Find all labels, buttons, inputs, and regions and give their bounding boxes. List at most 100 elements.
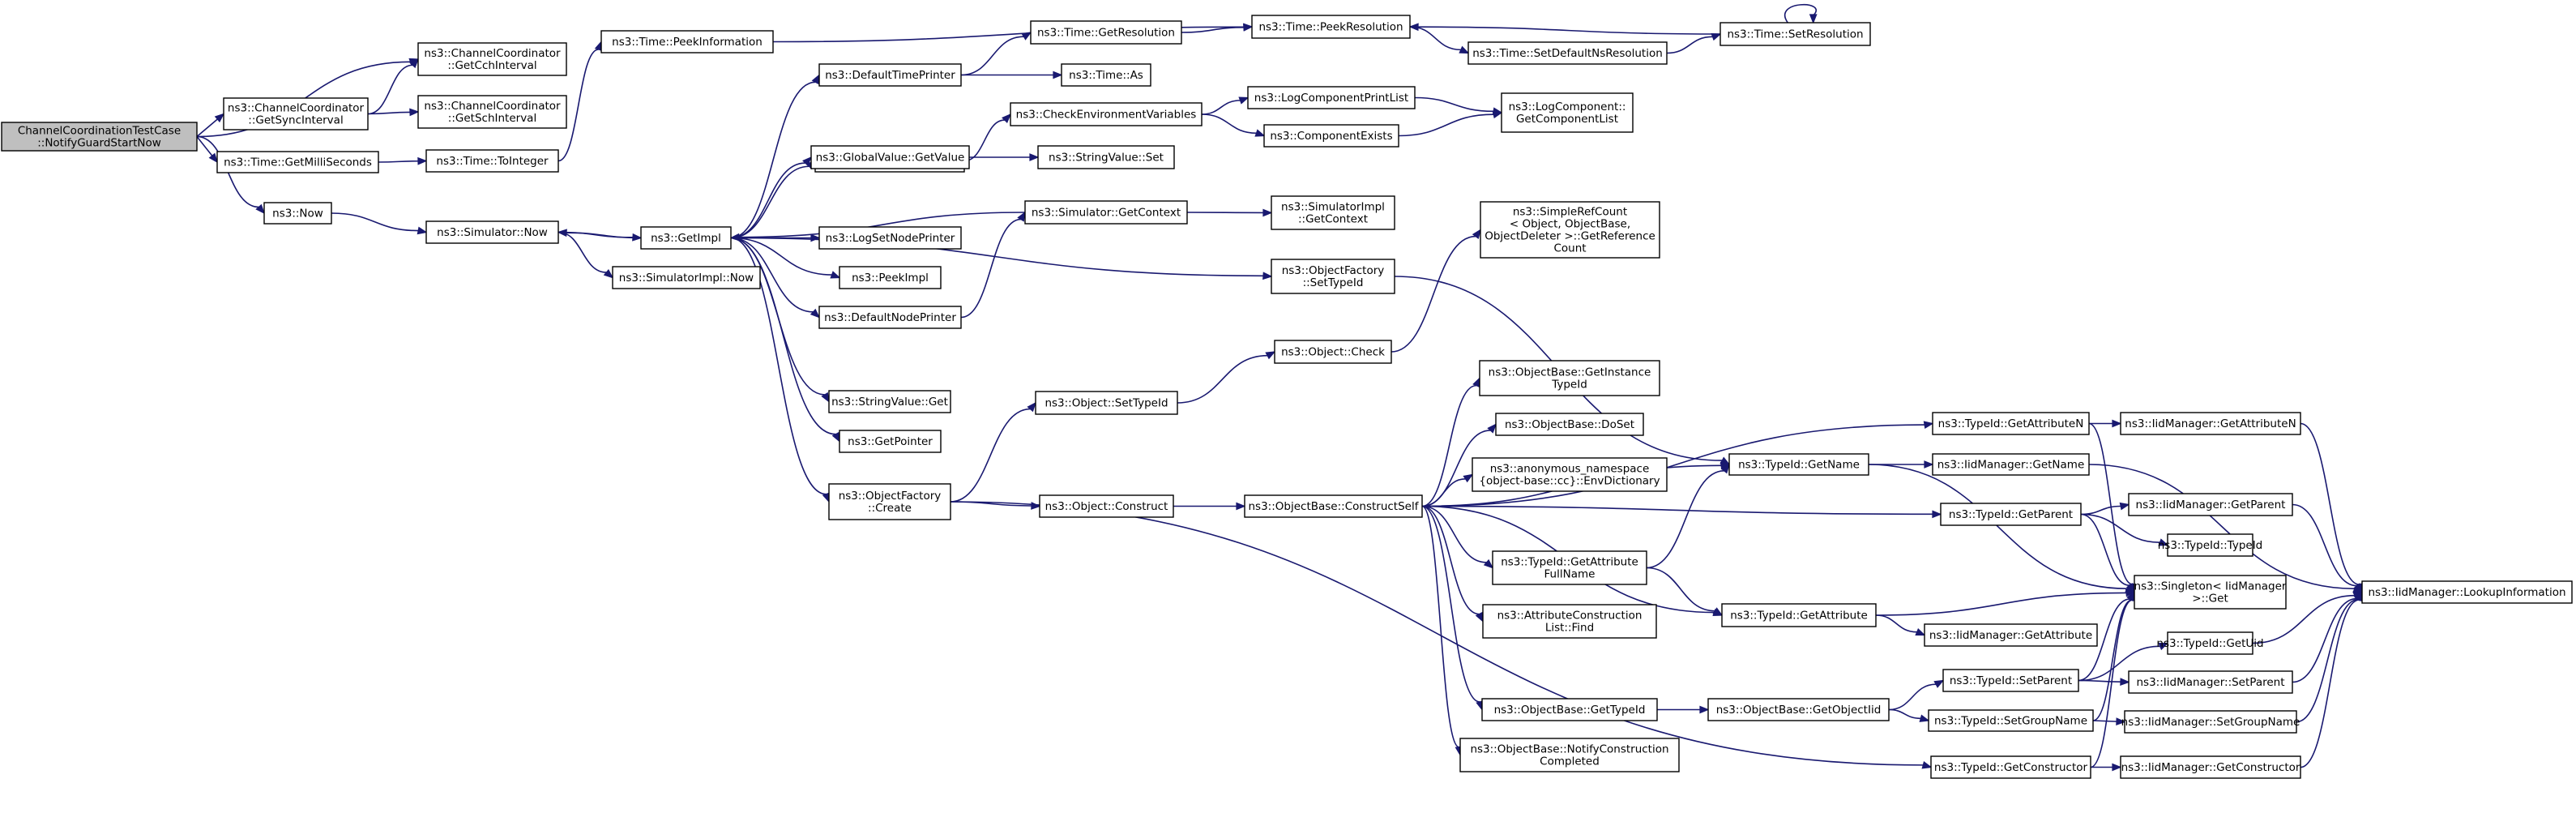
node-ns3-typeid-getattribute[interactable]: ns3::TypeId::GetAttribute	[1721, 603, 1877, 627]
edge-n24-to-n33	[1186, 208, 1273, 217]
node-ns3-anonymous-namespace-object-base-cc-envdictionary[interactable]: ns3::anonymous_namespace{object-base::cc…	[1472, 457, 1668, 492]
edge-line	[2292, 503, 2357, 587]
node-box	[1924, 623, 2098, 647]
node-ns3-iidmanager-lookupinformation[interactable]: ns3::IidManager::LookupInformation	[2361, 580, 2573, 604]
node-ns3-simplerefcount-object-objectbase-objectdeleter-getreference-count[interactable]: ns3::SimpleRefCount< Object, ObjectBase,…	[1480, 201, 1660, 259]
node-channelcoordinationtestcase-notifyguardstartnow[interactable]: ChannelCoordinationTestCase::NotifyGuard…	[1, 122, 198, 152]
node-ns3-iidmanager-setgroupname[interactable]: ns3::IidManager::SetGroupName	[2121, 710, 2300, 734]
edge-n36-to-n40	[1421, 473, 1474, 507]
node-ns3-channelcoordinator-getsyncinterval[interactable]: ns3::ChannelCoordinator::GetSyncInterval	[223, 97, 369, 131]
node-ns3-typeid-setgroupname[interactable]: ns3::TypeId::SetGroupName	[1928, 709, 2094, 732]
node-ns3-checkenvironmentvariables[interactable]: ns3::CheckEnvironmentVariables	[1010, 102, 1203, 126]
node-ns3-time-getresolution[interactable]: ns3::Time::GetResolution	[1030, 20, 1182, 45]
node-ns3-iidmanager-getattributen[interactable]: ns3::IidManager::GetAttributeN	[2120, 412, 2301, 435]
node-ns3-peekimpl[interactable]: ns3::PeekImpl	[839, 266, 942, 289]
node-ns3-getpointer[interactable]: ns3::GetPointer	[839, 430, 942, 453]
node-ns3-stringvalue-get[interactable]: ns3::StringValue::Get	[828, 390, 951, 413]
node-ns3-objectfactory-create[interactable]: ns3::ObjectFactory::Create	[828, 483, 951, 520]
node-box	[1, 122, 198, 152]
node-ns3-channelcoordinator-getcchinterval[interactable]: ns3::ChannelCoordinator::GetCchInterval	[417, 42, 567, 76]
edge-line	[1888, 708, 1921, 720]
node-ns3-componentexists[interactable]: ns3::ComponentExists	[1263, 124, 1399, 148]
edge-arrowhead	[2119, 502, 2130, 511]
edge-arrowhead	[1699, 705, 1710, 714]
node-ns3-time-setdefaultnsresolution[interactable]: ns3::Time::SetDefaultNsResolution	[1467, 41, 1668, 65]
edge-line	[1414, 96, 1494, 113]
edge-arrowhead	[2353, 583, 2364, 593]
node-box	[1247, 86, 1416, 109]
node-label: ns3::TypeId::GetUid	[2156, 637, 2263, 650]
node-ns3-iidmanager-getparent[interactable]: ns3::IidManager::GetParent	[2128, 493, 2293, 516]
edge-arrowhead	[1919, 714, 1930, 722]
node-ns3-objectbase-gettypeid[interactable]: ns3::ObjectBase::GetTypeId	[1481, 698, 1658, 721]
node-ns3-object-check[interactable]: ns3::Object::Check	[1274, 340, 1392, 364]
node-ns3-time-peekresolution[interactable]: ns3::Time::PeekResolution	[1251, 15, 1411, 39]
node-box	[1030, 20, 1182, 45]
node-ns3-iidmanager-setparent[interactable]: ns3::IidManager::SetParent	[2128, 670, 2293, 694]
edge-n8-to-n10	[557, 231, 614, 279]
node-ns3-simulatorimpl-now[interactable]: ns3::SimulatorImpl::Now	[612, 266, 761, 289]
node-ns3-time-tointeger[interactable]: ns3::Time::ToInteger	[425, 149, 559, 173]
node-ns3-typeid-getuid[interactable]: ns3::TypeId::GetUid	[2156, 631, 2264, 655]
node-ns3-objectfactory-settypeid[interactable]: ns3::ObjectFactory::SetTypeId	[1271, 259, 1395, 294]
node-box	[1039, 494, 1174, 518]
edge-arrowhead	[1719, 456, 1731, 465]
node-ns3-typeid-setparent[interactable]: ns3::TypeId::SetParent	[1942, 669, 2079, 692]
edge-arrowhead	[1236, 502, 1246, 511]
node-ns3-logcomponent-getcomponentlist[interactable]: ns3::LogComponent::GetComponentList	[1501, 92, 1634, 133]
node-ns3-objectbase-doset[interactable]: ns3::ObjectBase::DoSet	[1495, 413, 1644, 436]
node-ns3-objectbase-constructself[interactable]: ns3::ObjectBase::ConstructSelf	[1244, 494, 1423, 518]
node-ns3-time-getmilliseconds[interactable]: ns3::Time::GetMilliSeconds	[216, 151, 379, 173]
node-label: >::Get	[2192, 593, 2228, 605]
node-ns3-typeid-getattributen[interactable]: ns3::TypeId::GetAttributeN	[1932, 412, 2090, 435]
node-box	[810, 145, 970, 169]
edge-n52-to-n60	[2078, 678, 2130, 687]
edge-line	[1421, 424, 1925, 507]
node-ns3-iidmanager-getconstructor[interactable]: ns3::IidManager::GetConstructor	[2120, 755, 2301, 779]
node-label: ns3::Time::As	[1069, 69, 1143, 82]
node-ns3-globalvalue-getvalue[interactable]: ns3::GlobalValue::GetValue	[810, 145, 970, 169]
node-ns3-singleton-iidmanager-get[interactable]: ns3::Singleton< IidManager>::Get	[2134, 575, 2287, 610]
edge-line	[1181, 27, 1245, 33]
node-ns3-objectbase-notifyconstruction-completed[interactable]: ns3::ObjectBase::NotifyConstructionCompl…	[1459, 738, 1680, 772]
node-box	[1495, 413, 1644, 436]
edge-n35-to-n37	[1391, 229, 1481, 353]
node-ns3-simulator-getcontext[interactable]: ns3::Simulator::GetContext	[1024, 200, 1188, 225]
node-ns3-typeid-getparent[interactable]: ns3::TypeId::GetParent	[1940, 503, 2082, 526]
node-ns3-time-setresolution[interactable]: ns3::Time::SetResolution	[1719, 22, 1871, 46]
node-ns3-iidmanager-getname[interactable]: ns3::IidManager::GetName	[1932, 453, 2090, 476]
edge-n9-to-n15	[730, 237, 841, 279]
node-ns3-object-construct[interactable]: ns3::Object::Construct	[1039, 494, 1174, 518]
node-ns3-iidmanager-getattribute[interactable]: ns3::IidManager::GetAttribute	[1924, 623, 2098, 647]
node-box	[1459, 738, 1680, 772]
node-ns3-defaultnodeprinter[interactable]: ns3::DefaultNodePrinter	[818, 306, 962, 329]
node-label: ns3::Now	[272, 208, 323, 220]
node-ns3-defaulttimeprinter[interactable]: ns3::DefaultTimePrinter	[818, 63, 962, 87]
edge-n4-to-n5	[378, 156, 428, 165]
node-ns3-objectbase-getobjectiid[interactable]: ns3::ObjectBase::GetObjectIid	[1707, 698, 1890, 721]
edge-line	[2080, 513, 2160, 543]
edge-arrowhead	[1712, 607, 1724, 616]
node-ns3-typeid-getconstructor[interactable]: ns3::TypeId::GetConstructor	[1930, 755, 2091, 779]
edge-n9-to-n11	[730, 74, 820, 239]
node-ns3-simulatorimpl-getcontext[interactable]: ns3::SimulatorImpl::GetContext	[1271, 195, 1395, 230]
node-ns3-object-settypeid[interactable]: ns3::Object::SetTypeId	[1035, 391, 1178, 415]
node-ns3-typeid-getname[interactable]: ns3::TypeId::GetName	[1728, 453, 1869, 476]
node-ns3-time-as[interactable]: ns3::Time::As	[1061, 63, 1151, 87]
node-box	[2120, 755, 2301, 779]
node-ns3-time-peekinformation[interactable]: ns3::Time::PeekInformation	[600, 30, 774, 53]
node-ns3-getimpl[interactable]: ns3::GetImpl	[640, 226, 732, 250]
node-ns3-typeid-typeid[interactable]: ns3::TypeId::TypeId	[2158, 533, 2263, 557]
node-ns3-simulator-now[interactable]: ns3::Simulator::Now	[425, 220, 559, 244]
edge-n36-to-n48	[1421, 421, 1934, 507]
node-ns3-stringvalue-set[interactable]: ns3::StringValue::Set	[1037, 145, 1175, 169]
node-label: ChannelCoordinationTestCase	[18, 125, 181, 138]
node-ns3-logsetnodeprinter[interactable]: ns3::LogSetNodePrinter	[818, 226, 962, 250]
node-ns3-logcomponentprintlist[interactable]: ns3::LogComponentPrintList	[1247, 86, 1416, 109]
node-ns3-now[interactable]: ns3::Now	[263, 202, 332, 225]
node-ns3-channelcoordinator-getschinterval[interactable]: ns3::ChannelCoordinator::GetSchInterval	[417, 95, 567, 129]
edge-line	[2296, 598, 2359, 723]
